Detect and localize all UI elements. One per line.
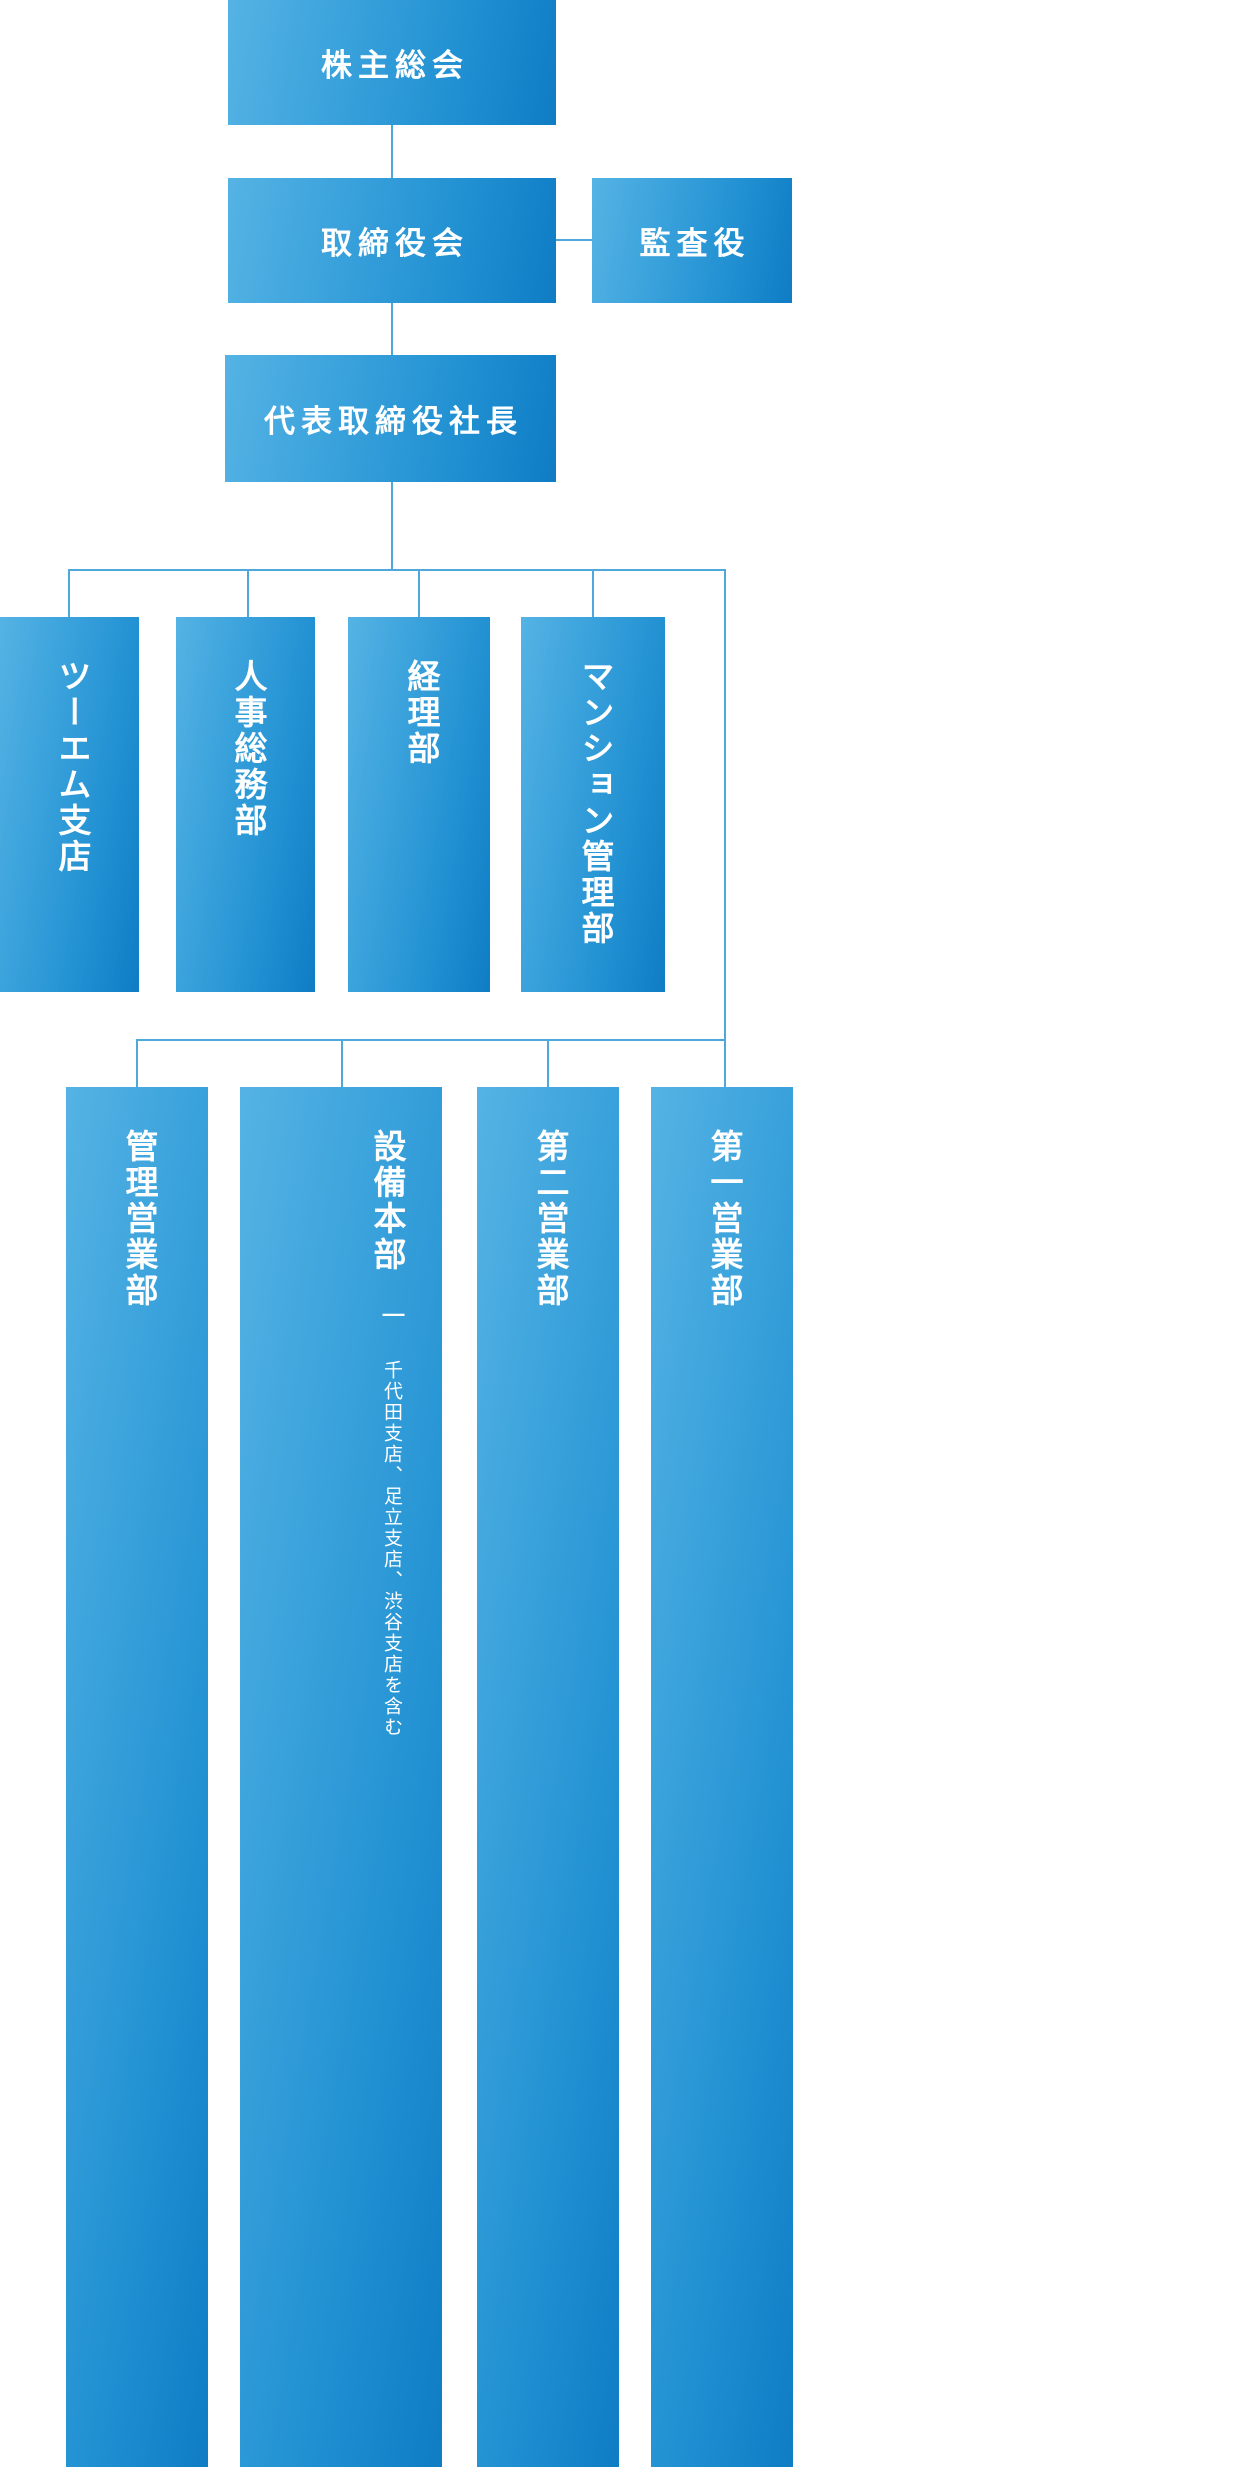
node-board-of-directors[interactable]: 取締役会 — [228, 178, 556, 303]
connector-shareholders-to-board — [391, 125, 393, 178]
connector-level5-bus — [136, 1039, 726, 1041]
facilities-hq-content: 設備本部 ― 千代田支店、足立支店、渋谷支店を含む — [369, 1129, 442, 2467]
node-label: 設備本部 — [369, 1129, 406, 1273]
connector-drop-sales1 — [724, 1039, 726, 1087]
connector-drop-hr — [247, 569, 249, 617]
connector-board-to-auditor — [556, 239, 592, 241]
node-label: マンション管理部 — [577, 659, 614, 947]
node-label: 監査役 — [639, 226, 751, 261]
node-sales-division-1[interactable]: 第一営業部 — [651, 1087, 793, 2467]
node-facilities-hq[interactable]: 設備本部 ― 千代田支店、足立支店、渋谷支店を含む — [240, 1087, 442, 2467]
node-management-sales[interactable]: 管理営業部 — [66, 1087, 208, 2467]
connector-drop-sales2 — [547, 1039, 549, 1087]
node-label: 取締役会 — [321, 226, 469, 261]
connector-president-trunk — [391, 482, 393, 570]
node-shareholders-meeting[interactable]: 株主総会 — [228, 0, 556, 125]
node-note: 千代田支店、足立支店、渋谷支店を含む — [381, 1360, 402, 1738]
node-label: 第一営業部 — [706, 1129, 743, 1309]
connector-right-riser — [724, 569, 726, 1040]
node-label: 経理部 — [403, 659, 440, 767]
connector-level4-bus — [68, 569, 726, 571]
node-label: 管理営業部 — [121, 1129, 158, 1309]
node-two-m-branch[interactable]: ツーエム支店 — [0, 617, 139, 992]
connector-drop-facilities — [341, 1039, 343, 1087]
node-label: 第二営業部 — [532, 1129, 569, 1309]
node-label: 代表取締役社長 — [264, 404, 523, 439]
node-condo-management[interactable]: マンション管理部 — [521, 617, 665, 992]
node-auditor[interactable]: 監査役 — [592, 178, 792, 303]
node-label: 人事総務部 — [230, 659, 267, 839]
connector-drop-accounting — [418, 569, 420, 617]
node-hr-general-affairs[interactable]: 人事総務部 — [176, 617, 315, 992]
node-president[interactable]: 代表取締役社長 — [225, 355, 556, 482]
node-label: 株主総会 — [321, 48, 469, 83]
connector-drop-two-m-branch — [68, 569, 70, 617]
node-divider: ― — [381, 1301, 406, 1330]
node-accounting[interactable]: 経理部 — [348, 617, 490, 992]
node-label: ツーエム支店 — [54, 659, 91, 875]
node-sales-division-2[interactable]: 第二営業部 — [477, 1087, 619, 2467]
connector-board-to-president — [391, 303, 393, 355]
connector-drop-management-sales — [136, 1039, 138, 1087]
connector-drop-condo — [592, 569, 594, 617]
